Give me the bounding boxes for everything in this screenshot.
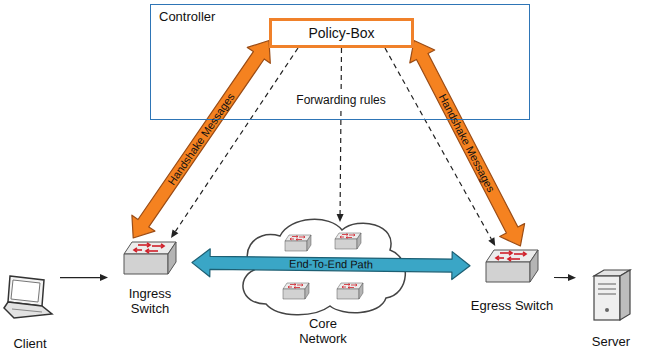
ingress-switch-node: Ingress Switch (108, 238, 192, 326)
node-label: Egress Switch (470, 298, 554, 313)
server-node: Server (576, 268, 646, 356)
dashed-arrow (385, 48, 495, 246)
core-network-node: Core Network (238, 222, 408, 356)
server-icon (594, 270, 630, 320)
dashed-arrow (337, 48, 344, 222)
dashed-arrow (171, 48, 298, 238)
block-arrow (410, 41, 525, 247)
node-label: Ingress Switch (108, 286, 192, 316)
policy-box: Policy-Box (269, 18, 414, 48)
egress-switch-node: Egress Switch (470, 246, 554, 336)
node-label: Server (576, 334, 646, 349)
egress-switch-icon (486, 250, 538, 282)
block-arrow (192, 249, 470, 280)
edge-label: End-To-End Path (289, 258, 373, 271)
node-label: Core Network (288, 316, 358, 346)
link-arrow (60, 274, 108, 281)
edge-label: Forwarding rules (293, 93, 388, 107)
link-arrow (554, 274, 576, 281)
edge-label: Handshake Messages (165, 91, 237, 187)
edge-label: Handshake Messages (437, 92, 498, 194)
node-label: Controller (159, 9, 215, 24)
node-label: Policy-Box (308, 25, 374, 41)
controller-box: ControllerPolicy-Box (150, 4, 530, 120)
node-label: Client (0, 336, 60, 351)
client-node: Client (0, 276, 60, 356)
ingress-switch-icon (124, 242, 176, 274)
block-arrow (132, 41, 270, 239)
laptop-icon (4, 276, 52, 318)
